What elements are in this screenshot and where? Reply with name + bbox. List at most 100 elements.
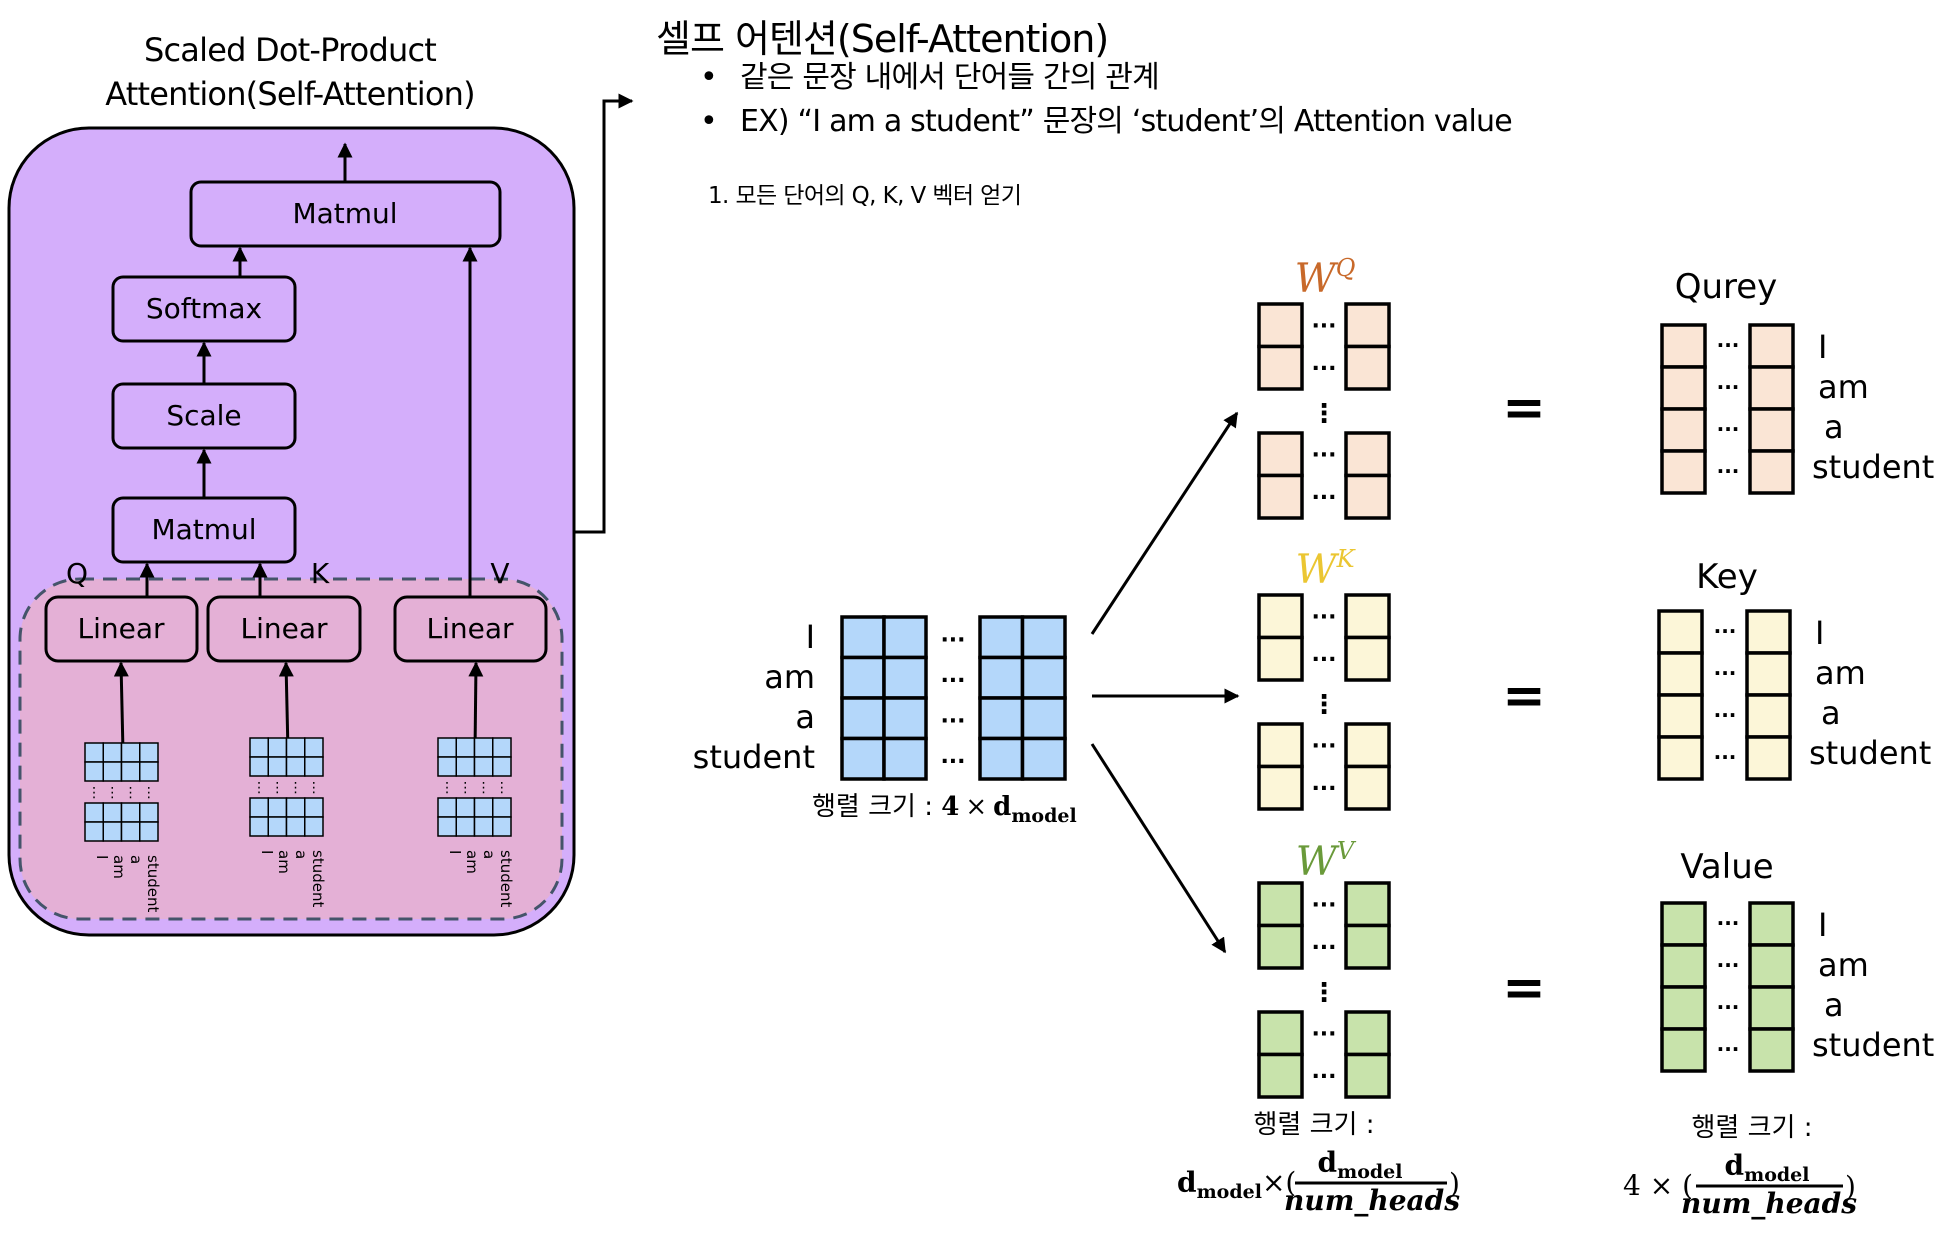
- wk-title: WK: [1295, 545, 1356, 593]
- matmul-bottom-label: Matmul: [151, 513, 256, 546]
- matrix-cell: [1344, 722, 1391, 769]
- matrix-cell: [1257, 635, 1304, 682]
- output-word: student: [1812, 448, 1934, 486]
- matrix-cell: [1748, 1027, 1795, 1073]
- query-title: Qurey: [1675, 267, 1778, 307]
- weight-col-left: [1257, 593, 1304, 682]
- left-panel-title: Scaled Dot-Product Attention(Self-Attent…: [40, 28, 540, 116]
- matrix-cell: [1020, 655, 1067, 700]
- input-size-label: 행렬 크기 : 4×dmodel: [812, 792, 1077, 827]
- matrix-cell: [249, 737, 269, 758]
- matrix-cell: [1257, 881, 1304, 928]
- matmul-bottom-block[interactable]: Matmul: [111, 496, 297, 564]
- matrix-cell: [1745, 651, 1792, 697]
- vdots-icon: ⋮: [1311, 978, 1337, 1008]
- input-words: I am a student: [693, 618, 815, 776]
- matrix-cell: [492, 737, 512, 758]
- matrix-cell: [285, 816, 306, 837]
- wv-title: WV: [1296, 837, 1357, 885]
- matrix-cell: [1257, 593, 1304, 640]
- output-word: am: [1818, 368, 1869, 406]
- vdots-icon: ⋮: [495, 780, 509, 796]
- matrix-cell: [978, 736, 1025, 781]
- weight-col-left: [1257, 1010, 1304, 1099]
- hdots-icon: ···: [1714, 703, 1737, 727]
- matrix-cell: [1745, 735, 1792, 781]
- input-size-sub: model: [1011, 805, 1076, 827]
- linear-v-block[interactable]: Linear: [393, 595, 548, 663]
- weights-size-close: ): [1449, 1167, 1460, 1200]
- matrix-cell: [285, 756, 306, 777]
- weights-size-denominator: num_heads: [1284, 1184, 1460, 1217]
- hdots-icon: ···: [1714, 745, 1737, 769]
- to-wq-arrow: [1090, 411, 1239, 635]
- vdots-icon: ⋮: [1311, 399, 1337, 429]
- matrix-cell: [840, 736, 886, 781]
- input-matrix: ············: [840, 615, 1067, 781]
- matrix-cell: [1344, 302, 1391, 349]
- hdots-icon: ···: [940, 628, 965, 653]
- matrix-cell: [1344, 923, 1391, 970]
- vdots-icon: ⋮: [124, 785, 138, 801]
- matrix-cell: [102, 821, 123, 842]
- matrix-cell: [492, 816, 512, 837]
- matrix-cell: [1660, 323, 1707, 369]
- output-word: am: [1815, 654, 1866, 692]
- mini-word-label: am: [275, 850, 293, 874]
- matrix-cell: [1344, 344, 1391, 391]
- hdots-icon: ···: [1717, 911, 1740, 935]
- matrix-cell: [139, 761, 159, 782]
- weight-col-right: [1344, 722, 1391, 811]
- output-matrix-qurey: ············: [1660, 323, 1795, 495]
- matrix-cell: [1344, 431, 1391, 478]
- matrix-cell: [304, 756, 324, 777]
- matrix-cell: [437, 737, 457, 758]
- matrix-cell: [1257, 722, 1304, 769]
- linear-v-label: Linear: [426, 612, 514, 645]
- hdots-icon: ···: [1717, 417, 1740, 441]
- outputs-size-left: 4 × (: [1623, 1169, 1693, 1202]
- vdots-icon: ⋮: [477, 780, 491, 796]
- softmax-block[interactable]: Softmax: [111, 275, 297, 343]
- matrix-cell: [249, 756, 269, 777]
- linear-k-block[interactable]: Linear: [206, 595, 362, 663]
- matrix-cell: [139, 821, 159, 842]
- mini-word-label: I: [93, 855, 111, 859]
- output-word: a: [1821, 694, 1841, 732]
- output-col-left: [1657, 609, 1704, 781]
- hdots-icon: ···: [1311, 936, 1336, 961]
- scale-block[interactable]: Scale: [111, 382, 297, 450]
- weight-col-right: [1344, 302, 1391, 391]
- matrix-cell: [1745, 609, 1792, 655]
- weight-matrix-q: ············⋮: [1257, 302, 1391, 520]
- wq-title: WQ: [1295, 254, 1356, 302]
- step-text: 1. 모든 단어의 Q, K, V 벡터 얻기: [708, 183, 1022, 209]
- matrix-cell: [492, 756, 512, 777]
- matrix-cell: [1344, 473, 1391, 520]
- matrix-cell: [1344, 881, 1391, 928]
- vdots-icon: ⋮: [289, 780, 303, 796]
- left-title-line1: Scaled Dot-Product: [144, 31, 437, 69]
- matmul-top-block[interactable]: Matmul: [189, 180, 502, 248]
- matrix-cell: [1660, 1027, 1707, 1073]
- hdots-icon: ···: [1311, 314, 1336, 339]
- bullet-text: 같은 문장 내에서 단어들 간의 관계: [740, 60, 1160, 95]
- bullet-icon: •: [700, 60, 718, 95]
- linear-q-block[interactable]: Linear: [44, 595, 199, 663]
- hdots-icon: ···: [940, 750, 965, 775]
- matrix-cell: [120, 742, 141, 763]
- matrix-cell: [1257, 302, 1304, 349]
- matrix-cell: [882, 696, 928, 741]
- output-col-right: [1745, 609, 1792, 781]
- matrix-cell: [1748, 365, 1795, 411]
- vdots-icon: ⋮: [1311, 690, 1337, 720]
- matrix-cell: [840, 655, 886, 700]
- matrix-cell: [1660, 407, 1707, 453]
- output-word: student: [1812, 1026, 1934, 1064]
- vdots-icon: ⋮: [458, 780, 472, 796]
- mini-word-label: a: [292, 850, 310, 859]
- matrix-cell: [1257, 431, 1304, 478]
- k-label: K: [311, 557, 330, 590]
- matrix-cell: [304, 816, 324, 837]
